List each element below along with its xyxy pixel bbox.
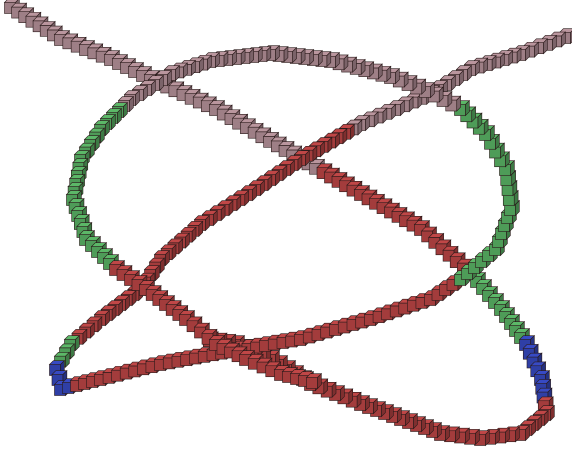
voxel-cube (442, 245, 459, 262)
voxel-cube (305, 372, 323, 390)
voxel-strands (3, 0, 572, 447)
voxel-cube (481, 285, 499, 303)
